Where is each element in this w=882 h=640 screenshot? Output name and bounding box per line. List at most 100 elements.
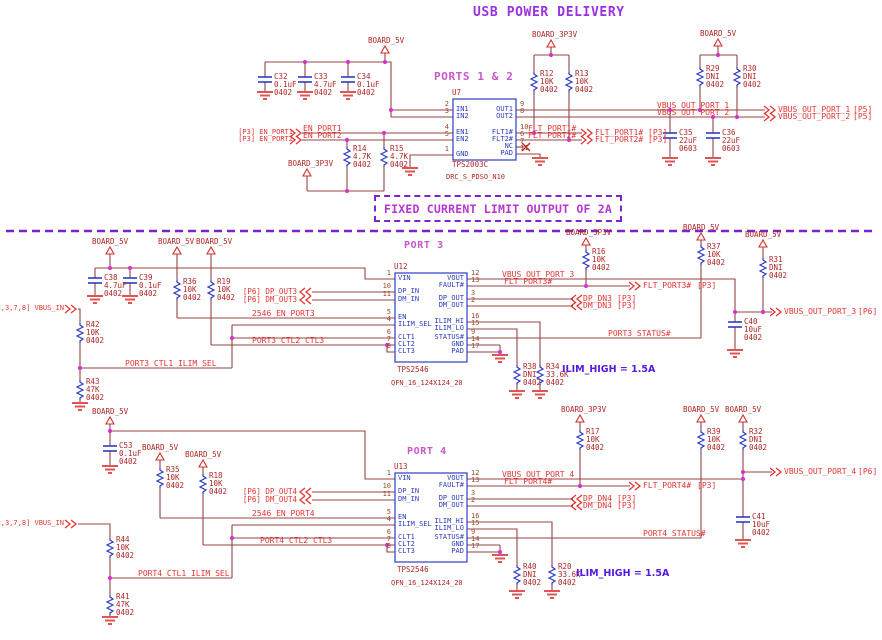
- no-connect-icon: [521, 142, 531, 152]
- pin-name: OUT2: [496, 112, 513, 120]
- page-title: USB POWER DELIVERY: [473, 5, 625, 20]
- capacitor-ref-C35: C35: [679, 128, 693, 137]
- pin-name: FAULT#: [438, 281, 464, 289]
- port-chevron-icon: [298, 487, 312, 497]
- resistor-value-R17: 10K: [586, 435, 600, 444]
- resistor-size-R29: 0402: [706, 80, 725, 89]
- resistor-ref-R42: R42: [86, 320, 100, 329]
- resistor-symbols: [75, 67, 768, 615]
- resistor-value-R13: 10K: [575, 77, 589, 86]
- pin-number: 8: [386, 542, 391, 550]
- pin-name: GND: [451, 540, 464, 548]
- port-chevron-icon: [298, 295, 312, 305]
- resistor-R19: [206, 280, 216, 300]
- power-label: BOARD_3P3V: [532, 30, 578, 39]
- pin-number: 11: [382, 490, 391, 498]
- pin-number: 11: [520, 144, 529, 152]
- resistor-R20: [547, 565, 557, 585]
- resistor-R29: [695, 67, 705, 87]
- power-label: BOARD_5V: [700, 29, 737, 38]
- port-chevron-icon: [569, 501, 583, 511]
- pin-name: IN1: [456, 105, 469, 113]
- power-label: BOARD_5V: [142, 443, 179, 452]
- wire: [467, 321, 541, 365]
- capacitor-size-C41: 0402: [752, 528, 771, 537]
- resistor-R17: [575, 430, 585, 450]
- power-label: BOARD_5V: [368, 36, 405, 45]
- pin-number: 4: [386, 315, 391, 323]
- junction-dot: [344, 137, 350, 143]
- junction-dot: [107, 428, 113, 434]
- resistor-ref-R15: R15: [390, 144, 404, 153]
- pin-name: GND: [456, 150, 469, 158]
- net-label: DP_DN4: [583, 494, 612, 503]
- net-label: FLT_PORT1#: [595, 128, 644, 137]
- net-label: [P3] EN_PORT1: [238, 128, 293, 136]
- resistor-value-R15: 4.7K: [390, 152, 409, 161]
- pin-name: STATUS#: [434, 333, 464, 341]
- ic-ref-U12: U12: [394, 262, 408, 271]
- pin-number: 9: [471, 328, 476, 336]
- net-label: DP_DN3: [583, 294, 612, 303]
- junction-dot: [127, 265, 133, 271]
- resistor-R32: [738, 430, 748, 450]
- power-label: BOARD_5V: [745, 230, 782, 239]
- pin-name: VIN: [398, 274, 411, 282]
- section-header-port3: PORT 3: [404, 240, 444, 251]
- capacitor-size-C35: 0603: [679, 144, 698, 153]
- pin-number: 1: [444, 145, 449, 153]
- junction-dot: [384, 342, 390, 348]
- net-label: VBUS_OUT_PORT_1: [657, 101, 730, 110]
- pin-number: 17: [471, 542, 480, 550]
- wire: [386, 545, 395, 553]
- resistor-ref-R36: R36: [183, 277, 197, 286]
- pin-number: 6: [386, 528, 391, 536]
- power-flag-icon: [198, 458, 208, 468]
- wire: [516, 153, 541, 158]
- net-label: [P5]: [853, 105, 873, 114]
- current-limit-note-text: FIXED CURRENT LIMIT OUTPUT OF 2A: [384, 201, 612, 216]
- pin-name: DM_IN: [398, 495, 420, 503]
- wire: [467, 278, 772, 313]
- port-chevron-icon: [569, 294, 583, 304]
- junction-dot: [302, 59, 308, 65]
- capacitor-ref-C36: C36: [722, 128, 736, 137]
- junction-dot: [697, 107, 703, 113]
- power-label: BOARD_3P3V: [288, 159, 334, 168]
- resistor-ref-R19: R19: [217, 277, 231, 286]
- resistor-size-R44: 0402: [116, 551, 135, 560]
- capacitor-value-C39: 0.1uF: [139, 281, 162, 290]
- resistor-R42: [75, 323, 85, 343]
- resistor-size-R38: 0402: [523, 378, 542, 387]
- power-flag-icon: [738, 413, 748, 423]
- resistor-value-R18: 10K: [209, 479, 223, 488]
- resistor-size-R35: 0402: [166, 481, 185, 490]
- resistor-value-R14: 4.7K: [353, 152, 372, 161]
- wire: [467, 528, 518, 565]
- resistor-value-R35: 10K: [166, 473, 180, 482]
- resistor-value-R41: 47K: [116, 600, 130, 609]
- pin-number: 12: [471, 269, 480, 277]
- net-label: PORT4_CTL2_CTL3: [260, 536, 333, 545]
- capacitor-size-C32: 0402: [274, 88, 293, 97]
- pin-name: ILIM_SEL: [398, 520, 432, 528]
- net-label: VBUS_OUT_PORT_1: [778, 105, 851, 114]
- pin-number: 7: [520, 137, 525, 145]
- net-label: FLT_PORT2#: [595, 135, 644, 144]
- resistor-value-R42: 10K: [86, 328, 100, 337]
- resistor-ref-R17: R17: [586, 427, 600, 436]
- junction-dot: [345, 59, 351, 65]
- capacitor-size-C38: 0402: [104, 289, 123, 298]
- resistor-ref-R40: R40: [523, 562, 537, 571]
- resistor-size-R19: 0402: [217, 293, 236, 302]
- pin-name: ILIM_LO: [434, 324, 464, 332]
- resistor-value-R38: DNI: [523, 370, 537, 379]
- resistor-ref-R39: R39: [707, 427, 721, 436]
- pin-name: DP_IN: [398, 487, 420, 495]
- pin-number: 8: [386, 342, 391, 350]
- port-chevron-icon: [569, 494, 583, 504]
- resistor-ref-R38: R38: [523, 362, 537, 371]
- resistor-size-R12: 0402: [540, 85, 559, 94]
- ic-ref-U13: U13: [394, 462, 408, 471]
